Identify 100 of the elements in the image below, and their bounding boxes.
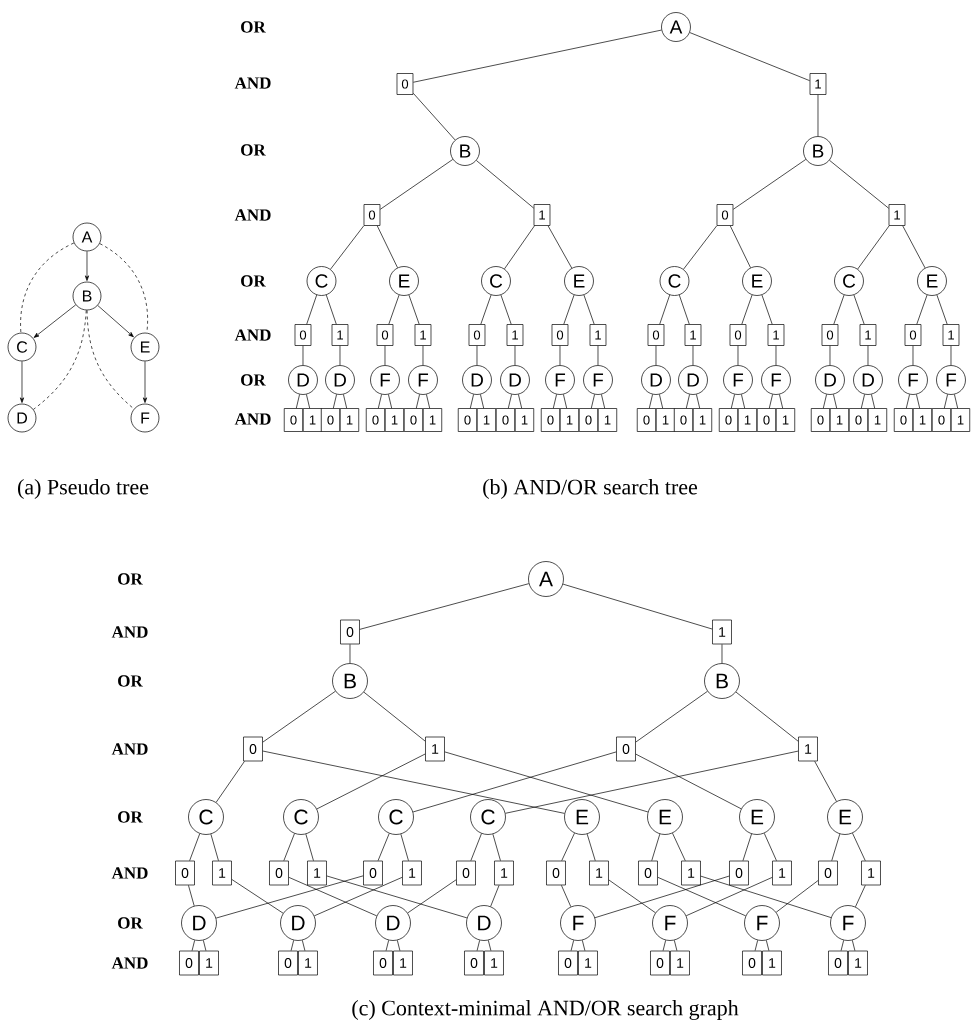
- connector-line: [583, 294, 595, 325]
- connector-line: [514, 345, 516, 366]
- circle-node: D: [288, 365, 318, 395]
- connector-line: [655, 345, 657, 366]
- circle-node: F: [936, 365, 966, 395]
- connector-line: [735, 691, 799, 742]
- connector-line: [306, 294, 318, 325]
- square-node: 1: [867, 408, 888, 432]
- caption: (a) Pseudo tree: [18, 479, 149, 499]
- connector-line: [763, 832, 777, 861]
- square-node: 0: [457, 408, 478, 432]
- connector-line: [231, 879, 284, 914]
- square-node: 0: [283, 408, 304, 432]
- connector-line: [426, 394, 431, 409]
- square-node: 0: [616, 736, 636, 762]
- square-node: 0: [396, 73, 414, 95]
- square-node: 1: [425, 736, 445, 762]
- dashed-line: [86, 310, 135, 410]
- connector-line: [814, 761, 837, 802]
- square-node: 0: [673, 408, 694, 432]
- circle-node: B: [72, 281, 102, 311]
- square-node: 0: [650, 950, 670, 976]
- connector-line: [954, 394, 959, 409]
- level-label: OR: [241, 374, 266, 386]
- square-node: 0: [828, 950, 848, 976]
- circle-node: D: [375, 905, 411, 941]
- connector-line: [377, 833, 390, 861]
- circle-node: B: [704, 663, 740, 699]
- connector-line: [817, 94, 819, 137]
- connector-line: [490, 885, 500, 907]
- connector-line: [570, 939, 574, 951]
- connector-line: [388, 294, 400, 325]
- connector-line: [400, 833, 409, 861]
- square-node: 1: [681, 860, 701, 886]
- level-label: OR: [241, 21, 266, 33]
- connector-line: [316, 753, 426, 810]
- connector-line: [594, 875, 730, 919]
- circle-node: C: [7, 332, 37, 362]
- connector-line: [648, 394, 653, 409]
- connector-line: [696, 394, 701, 409]
- circle-node: E: [917, 266, 947, 296]
- connector-line: [325, 294, 337, 325]
- level-label: AND: [234, 329, 271, 341]
- connector-line: [730, 394, 735, 409]
- square-node: 0: [821, 324, 839, 346]
- circle-node: F: [408, 365, 438, 395]
- square-node: 1: [692, 408, 713, 432]
- square-node: 1: [762, 950, 782, 976]
- arrow: [33, 304, 77, 338]
- connector-line: [761, 294, 773, 325]
- connector-line: [500, 294, 512, 325]
- square-node: 0: [456, 860, 476, 886]
- circle-node: E: [827, 799, 863, 835]
- arrow: [142, 361, 148, 403]
- square-node: 0: [363, 860, 383, 886]
- square-node: 0: [294, 324, 312, 346]
- connector-line: [700, 875, 832, 918]
- connector-line: [871, 394, 876, 409]
- circle-node: D: [325, 365, 355, 395]
- square-node: 1: [402, 860, 422, 886]
- square-node: 0: [365, 408, 386, 432]
- square-node: 1: [302, 408, 323, 432]
- circle-node: F: [898, 365, 928, 395]
- connector-line: [852, 939, 856, 951]
- circle-node: B: [803, 136, 833, 166]
- connector-line: [833, 394, 838, 409]
- connector-line: [586, 833, 596, 861]
- connector-line: [597, 345, 599, 366]
- connector-line: [305, 833, 314, 861]
- square-node: 0: [464, 950, 484, 976]
- circle-node: C: [188, 799, 224, 835]
- connector-line: [563, 394, 568, 409]
- square-node: 1: [767, 324, 785, 346]
- square-node: 0: [495, 408, 516, 432]
- circle-node: F: [130, 403, 160, 433]
- square-node: 0: [546, 860, 566, 886]
- connector-line: [662, 939, 666, 951]
- square-node: 1: [494, 860, 514, 886]
- circle-node: C: [470, 799, 506, 835]
- connector-line: [188, 885, 195, 907]
- connector-line: [301, 939, 306, 951]
- square-node: 1: [888, 204, 906, 226]
- connector-line: [651, 833, 661, 861]
- connector-line: [672, 832, 686, 861]
- connector-line: [376, 225, 398, 268]
- connector-line: [916, 394, 921, 409]
- connector-line: [547, 225, 573, 269]
- square-node: 1: [829, 408, 850, 432]
- connector-line: [476, 345, 478, 366]
- square-node: 1: [331, 324, 349, 346]
- square-node: 1: [848, 950, 868, 976]
- connector-line: [203, 939, 207, 951]
- level-label: OR: [241, 275, 266, 287]
- connector-line: [829, 160, 889, 209]
- connector-line: [552, 394, 557, 409]
- square-node: 0: [729, 860, 749, 886]
- connector-line: [339, 345, 341, 366]
- connector-line: [480, 394, 485, 409]
- connector-line: [833, 294, 845, 325]
- connector-line: [262, 690, 336, 743]
